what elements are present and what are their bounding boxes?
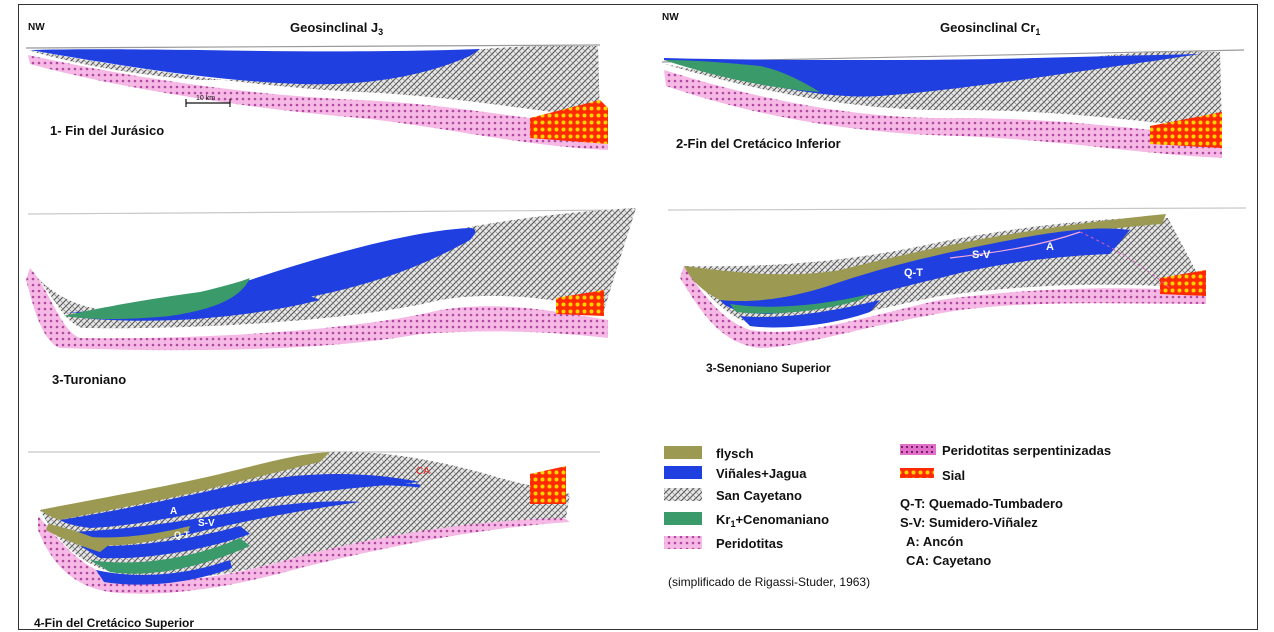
panel-label-3: 3-Turoniano: [52, 372, 126, 387]
sial-block: [530, 100, 608, 144]
sial-block: [556, 290, 604, 316]
legend-label-san-cayetano: San Cayetano: [716, 488, 802, 503]
legend-swatch-peridotitas: [664, 536, 702, 549]
legend-label-vinales: Viñales+Jagua: [716, 466, 807, 481]
sial-block: [1160, 270, 1206, 296]
section-fin-cretacico-inferior: 2-Fin del Cretácico Inferior: [661, 49, 1245, 158]
peridotitas-layer: [38, 516, 570, 594]
panel-label-4: 3-Senoniano Superior: [706, 361, 831, 375]
separator: [667, 207, 1247, 211]
legend-swatch-san-cayetano: [664, 488, 702, 501]
section-senoniano-superior: Q-T S-V A 3-Senoniano Superior: [680, 214, 1206, 375]
legend-label-peridotitas-serpentinizadas: Peridotitas serpentinizadas: [942, 443, 1111, 458]
unit-label-qt: Q-T: [904, 267, 923, 279]
vinales-layer: [60, 473, 420, 528]
sial-block: [530, 466, 566, 504]
kr1-cenomaniano-layer: [64, 278, 250, 319]
legend-swatch-vinales: [664, 466, 702, 479]
legend-swatch-flysch: [664, 446, 702, 459]
orientation-nw-left: NW: [28, 22, 45, 33]
legend-label-kr1: Kr1+Cenomaniano: [716, 512, 829, 529]
legend-label-flysch: flysch: [716, 446, 754, 461]
flysch-layer: [40, 452, 330, 520]
vinales-layer: [30, 49, 480, 85]
unit-label-ca: CA: [416, 466, 430, 477]
kr1-cenomaniano-layer: [90, 538, 250, 574]
legend-swatch-kr1: [664, 512, 702, 525]
abbrev-sv: S-V: Sumidero-Viñalez: [900, 515, 1038, 530]
unit-label-sv: S-V: [198, 518, 215, 529]
legend: flysch Viñales+Jagua San Cayetano Kr1+Ce…: [664, 443, 1111, 589]
abbrev-ca: CA: Cayetano: [906, 553, 991, 568]
vinales-layer: [720, 228, 1130, 314]
header-right-title: Geosinclinal Cr1: [940, 20, 1040, 37]
section-fin-jurasico: 10 km 1- Fin del Jurásico: [25, 44, 608, 150]
separator: [27, 209, 631, 215]
san-cayetano-layer: [664, 51, 1222, 130]
unit-label-a: A: [1046, 241, 1054, 253]
legend-swatch-peridotitas-serpentinizadas: [900, 444, 936, 455]
scale-label: 10 km: [196, 95, 215, 102]
section-turoniano: 3-Turoniano: [26, 208, 636, 387]
abbrev-a: A: Ancón: [906, 534, 963, 549]
legend-label-peridotitas: Peridotitas: [716, 536, 783, 551]
header-left-title: Geosinclinal J3: [290, 20, 383, 37]
legend-swatch-sial: [900, 468, 934, 478]
peridotitas-layer: [28, 55, 608, 150]
panel-label-1: 1- Fin del Jurásico: [50, 123, 164, 138]
unit-label-a: A: [170, 506, 177, 517]
peridotitas-layer: [680, 266, 1206, 348]
panel-label-5: 4-Fin del Cretácico Superior: [34, 616, 194, 630]
panel-label-2: 2-Fin del Cretácico Inferior: [676, 136, 841, 151]
sea-level-line: [25, 44, 601, 49]
vinales-layer: [66, 228, 476, 314]
legend-label-sial: Sial: [942, 468, 965, 483]
orientation-nw-right: NW: [662, 12, 679, 23]
sial-block: [1150, 112, 1222, 148]
source-note: (simplificado de Rigassi-Studer, 1963): [668, 575, 870, 589]
kr1-cenomaniano-layer: [664, 60, 820, 92]
peridotitas-layer: [26, 268, 608, 351]
unit-label-sv: S-V: [972, 249, 991, 261]
section-fin-cretacico-superior: A S-V Q-T CA 4-Fin del Cretácico Superio…: [34, 451, 570, 630]
kr1-cenomaniano-layer: [730, 294, 870, 314]
peridotitas-layer: [664, 70, 1222, 158]
unit-label-qt: Q-T: [174, 530, 190, 540]
abbrev-qt: Q-T: Quemado-Tumbadero: [900, 496, 1063, 511]
